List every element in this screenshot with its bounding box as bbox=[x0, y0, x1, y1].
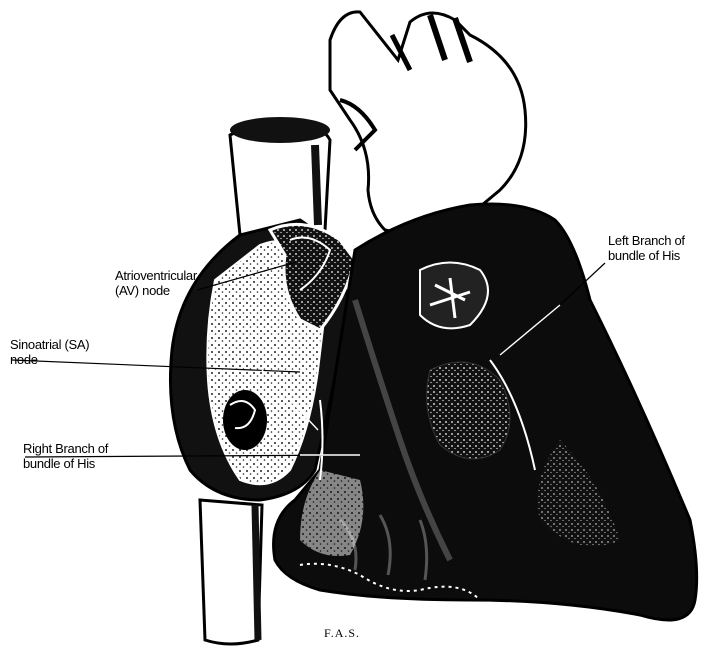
aorta bbox=[330, 12, 526, 235]
av-node-label: Atrioventricular (AV) node bbox=[115, 268, 197, 298]
inferior-vena-cava bbox=[200, 500, 262, 644]
sa-node-label: Sinoatrial (SA) node bbox=[10, 337, 89, 367]
av-node-label-line1: Atrioventricular bbox=[115, 268, 197, 283]
right-branch-label-line1: Right Branch of bbox=[23, 441, 108, 456]
artist-signature: F.A.S. bbox=[324, 626, 360, 641]
left-branch-label-line1: Left Branch of bbox=[608, 233, 685, 248]
sa-node-label-line2: node bbox=[10, 352, 89, 367]
av-node-label-line2: (AV) node bbox=[115, 283, 197, 298]
superior-vena-cava bbox=[230, 117, 330, 242]
left-branch-label: Left Branch of bundle of His bbox=[608, 233, 685, 263]
right-branch-label: Right Branch of bundle of His bbox=[23, 441, 108, 471]
sa-node-label-line1: Sinoatrial (SA) bbox=[10, 337, 89, 352]
left-branch-label-line2: bundle of His bbox=[608, 248, 685, 263]
right-branch-label-line2: bundle of His bbox=[23, 456, 108, 471]
